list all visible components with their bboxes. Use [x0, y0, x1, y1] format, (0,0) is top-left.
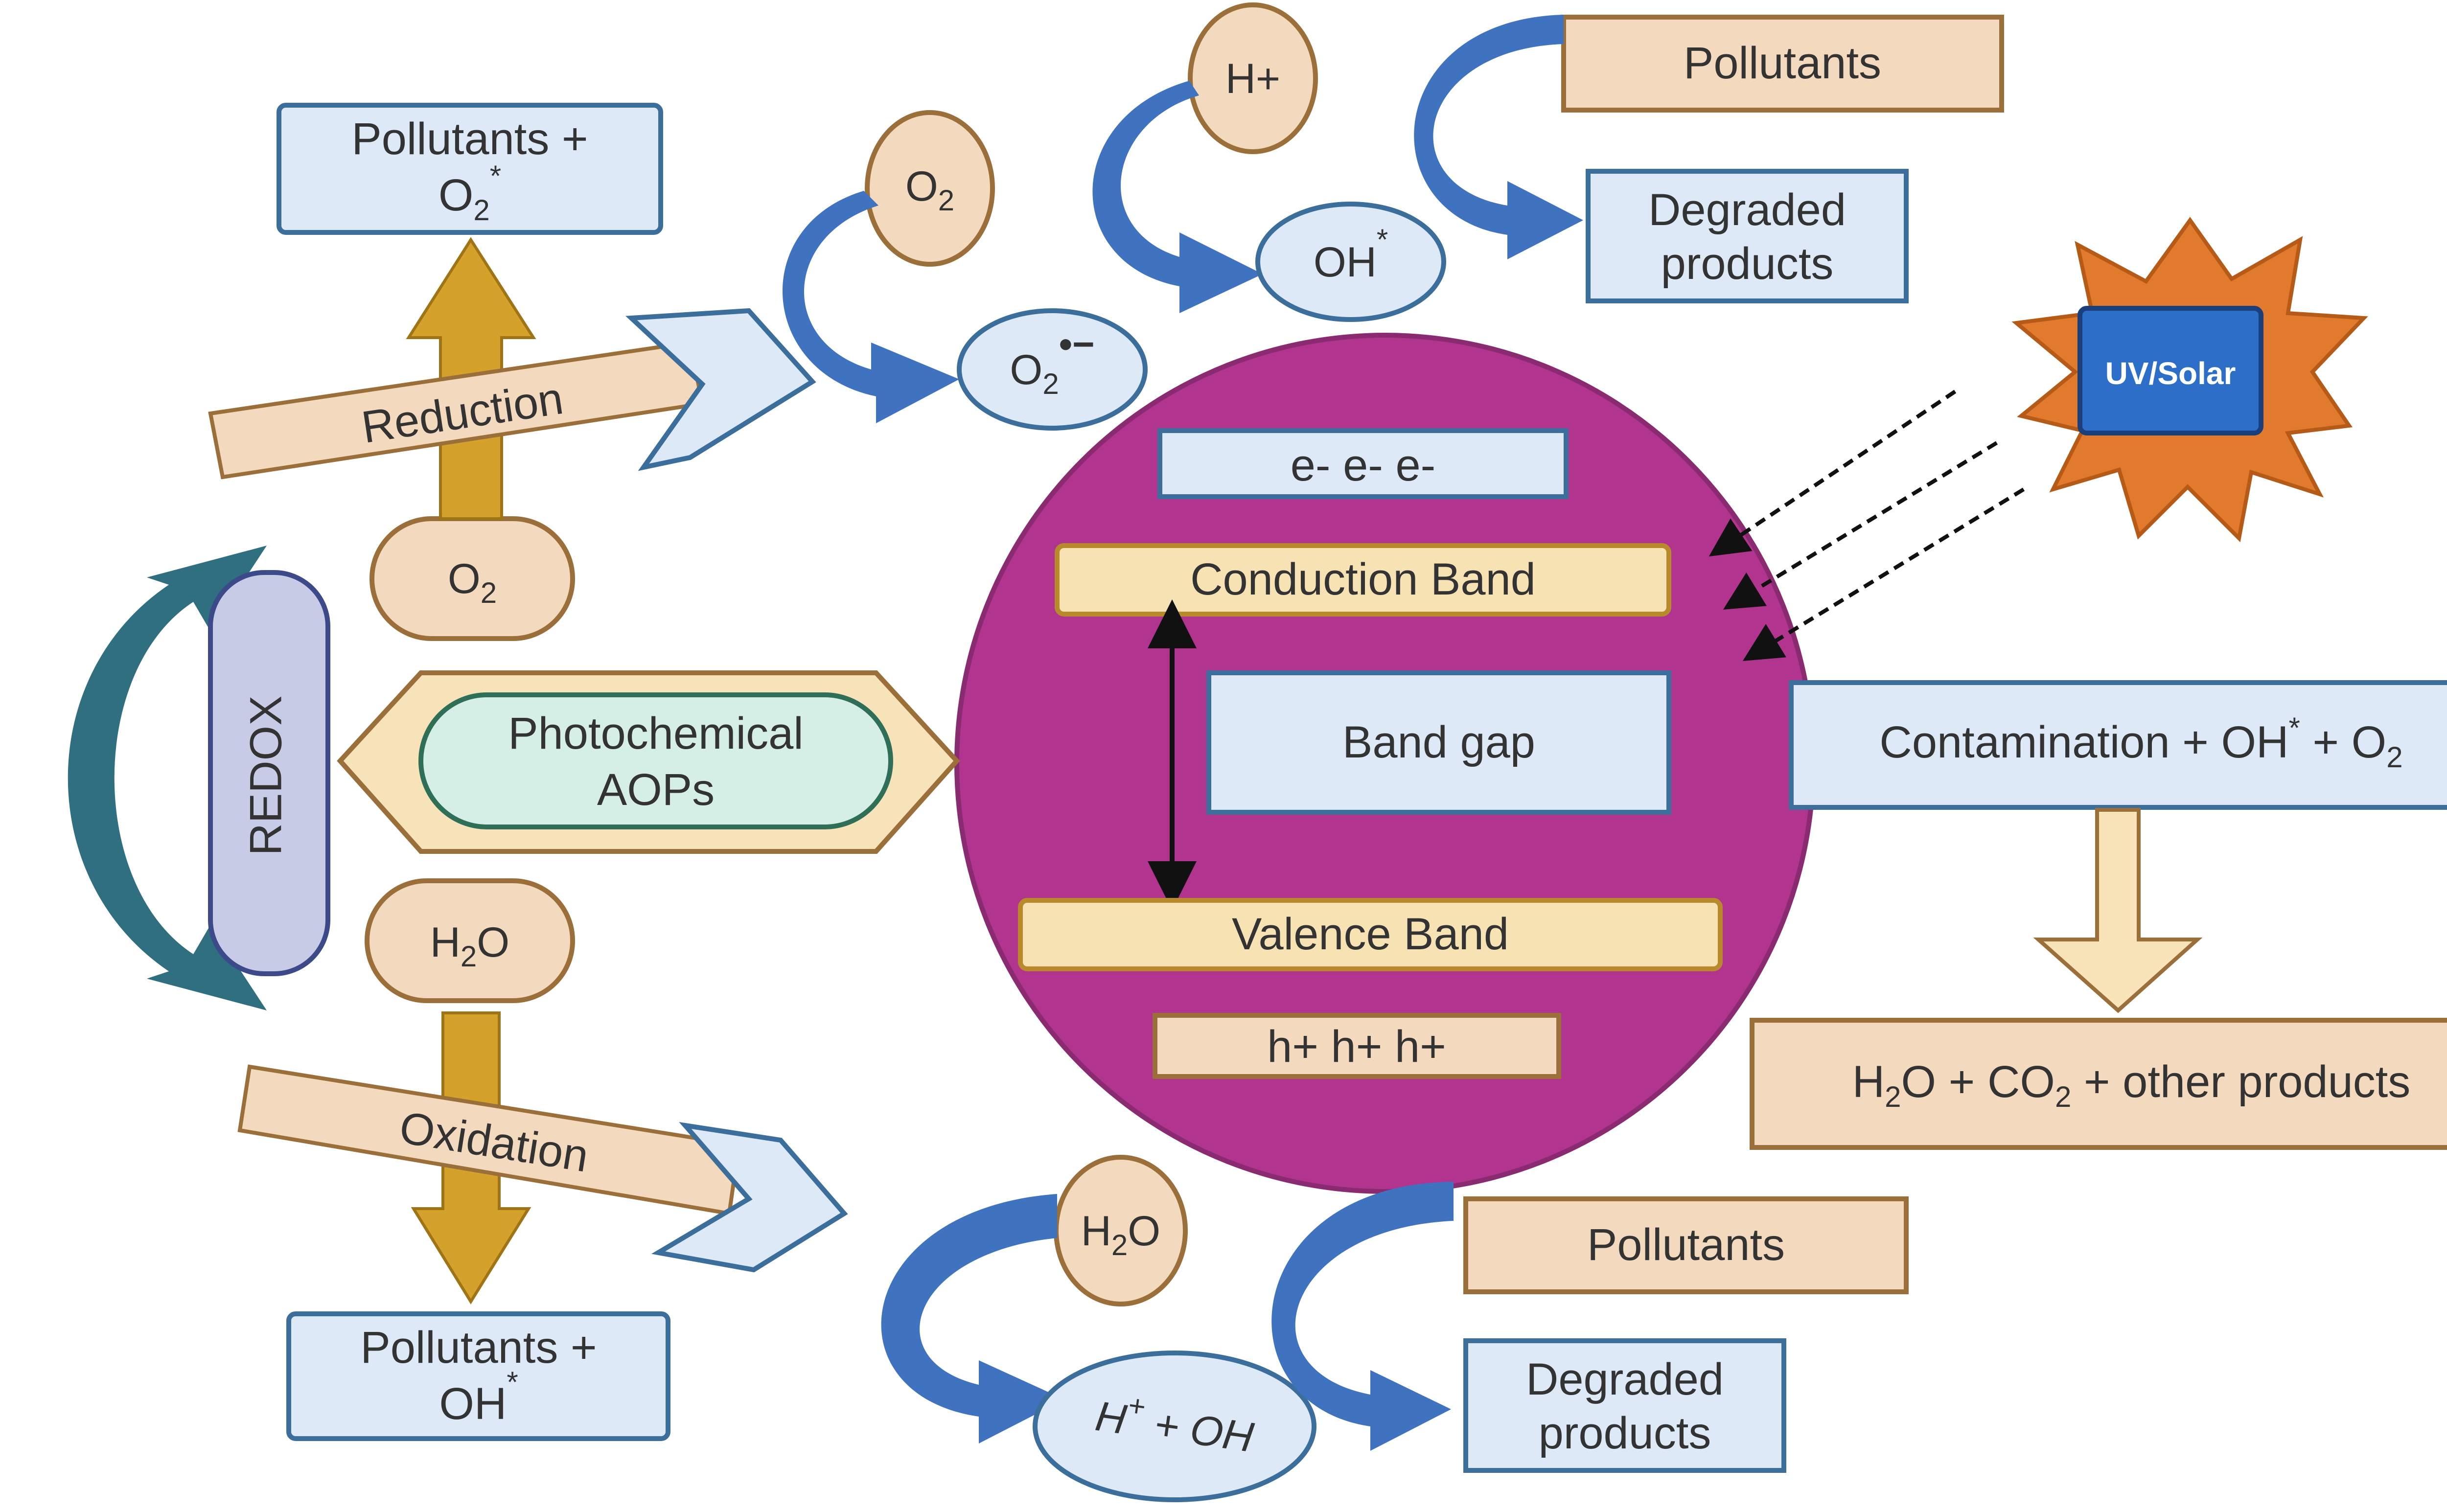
blue-curve-arrow-pollutants-top [1414, 15, 1583, 259]
oh-top-oval [1255, 202, 1446, 322]
light-ray-3 [1742, 487, 2025, 661]
band-gap-box [1206, 670, 1671, 815]
pollutants-oh-line2: OH* [439, 1366, 518, 1429]
pollutants-o2-line1: Pollutants + [351, 114, 588, 164]
blue-curve-arrow-hplus [1092, 81, 1263, 313]
h2o-left-label: H2O [430, 919, 509, 973]
electrons-box [1157, 428, 1569, 499]
aops-pill [418, 692, 893, 829]
degraded-bottom-box [1463, 1338, 1786, 1473]
oxidation-chevron [651, 1122, 848, 1273]
pollutants-top-box [1561, 15, 2004, 113]
degraded-top-box [1586, 169, 1909, 303]
blue-curve-arrow-h2o [881, 1194, 1064, 1443]
holes-box [1153, 1013, 1561, 1079]
pollutants-oh-line1: Pollutants + [360, 1323, 597, 1373]
valence-band [1018, 898, 1723, 971]
degraded-top-line2: products [1661, 239, 1834, 289]
light-ray-1 [1708, 389, 1957, 557]
h2o-bottom-label: H2O [1081, 1208, 1160, 1261]
pollutants-o2-line2: O2* [439, 160, 501, 227]
reduction-chevron [625, 308, 816, 471]
pollutants-oh-box [286, 1311, 670, 1441]
h2o-left-oval [365, 878, 575, 1003]
degraded-top-line1: Degraded [1648, 185, 1846, 235]
uv-solar-label: UV/Solar [2105, 356, 2236, 391]
contamination-box [1789, 680, 2447, 810]
degraded-bottom-line1: Degraded [1526, 1354, 1724, 1404]
pollutants-bottom-label: Pollutants [1587, 1220, 1785, 1270]
redox-cycle-arrow [68, 546, 267, 1010]
pollutants-bottom-box [1463, 1196, 1909, 1294]
hplus-label: H+ [1225, 55, 1280, 102]
superoxide-label: O2•− [1010, 322, 1094, 400]
band-gap-label: Band gap [1342, 717, 1535, 767]
holes-label: h+ h+ h+ [1267, 1022, 1446, 1072]
final-products-label: H2O + CO2 + other products [1852, 1057, 2411, 1113]
pollutants-top-label: Pollutants [1684, 38, 1881, 88]
aops-label-line1: Photochemical [508, 709, 803, 758]
o2-top-label: O2 [905, 163, 954, 217]
conduction-band-label: Conduction Band [1190, 554, 1536, 604]
light-ray-2 [1723, 441, 1998, 610]
ions-oval [1033, 1351, 1316, 1502]
blue-curve-arrow-pollutants-bottom [1271, 1182, 1454, 1451]
oh-top-label: OH* [1314, 223, 1388, 286]
superoxide-oval [957, 308, 1148, 431]
aops-label-line2: AOPs [597, 765, 715, 815]
contamination-label: Contamination + OH* + O2 [1879, 711, 2402, 774]
conduction-band [1055, 543, 1671, 617]
redox-pill [208, 570, 330, 976]
uv-solar-box [2078, 306, 2263, 435]
o2-left-label: O2 [448, 555, 497, 609]
blue-curve-arrow-o2 [782, 191, 959, 423]
electrons-label: e- e- e- [1291, 440, 1436, 490]
final-products-box [1750, 1018, 2447, 1150]
o2-top-oval [865, 110, 995, 267]
valence-band-label: Valence Band [1232, 909, 1509, 959]
down-arrow-light [2033, 808, 2203, 1013]
pollutants-o2-box [277, 103, 663, 235]
hplus-oval [1188, 2, 1318, 154]
redox-label: REDOX [241, 695, 291, 855]
degraded-bottom-line2: products [1539, 1408, 1711, 1458]
